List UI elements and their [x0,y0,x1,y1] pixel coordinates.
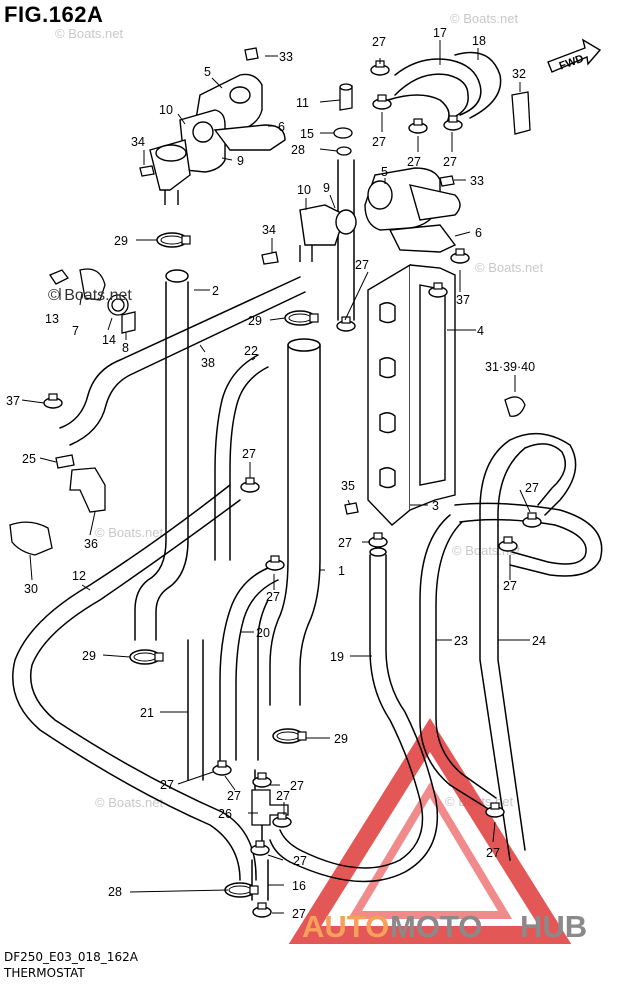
part-label: 8 [122,341,129,355]
part-label: 27 [160,778,174,792]
thermostat-housing-right [299,167,461,262]
figure-title: FIG.162A [4,2,104,27]
logo-part3: HUB [520,909,587,944]
part-label: 24 [532,634,546,648]
part-label: 27 [372,35,386,49]
part-label: 27 [338,536,352,550]
part-label: 19 [330,650,344,664]
part-label: 27 [266,590,280,604]
part-label: 27 [443,155,457,169]
watermark-faint: © Boats.net [95,525,164,540]
part-label: 33 [279,50,293,64]
part-labels: 33 5 6 10 34 9 29 2 13 7 14 8 38 37 25 3… [6,26,546,921]
part-label: 36 [84,537,98,551]
part-label: 27 [292,907,306,921]
part-label: 14 [102,333,116,347]
watermark-main: © Boats.net [48,287,132,304]
part-label: 28 [291,143,305,157]
part-label: 16 [292,879,306,893]
part-label: 29 [82,649,96,663]
small-parts [9,47,531,826]
part-label: 37 [456,293,470,307]
leader-lines [21,40,531,914]
thermostat-housing-left [149,73,286,205]
part-label: 27 [372,135,386,149]
part-label: 27 [276,789,290,803]
part-label: 28 [108,885,122,899]
manifold-cover [367,263,456,526]
part-label: 30 [24,582,38,596]
part-label: 26 [218,807,232,821]
fwd-arrow: FWD [547,38,602,73]
part-label: 18 [472,34,486,48]
part-label: 5 [204,65,211,79]
part-label: 13 [45,312,59,326]
part-label: 12 [72,569,86,583]
logo-triangle [288,718,572,944]
fwd-label: FWD [558,53,586,73]
part-label: 21 [140,706,154,720]
part-label: 6 [475,226,482,240]
part-label: 27 [290,779,304,793]
watermark-faint: © Boats.net [475,260,544,275]
part-label: 27 [525,481,539,495]
part-label: 7 [72,324,79,338]
part-label: 3 [432,499,439,513]
part-label: 29 [334,732,348,746]
part-label: 2 [212,284,219,298]
part-label: 25 [22,452,36,466]
part-label: 11 [296,96,309,110]
watermark-faint: © Boats.net [95,795,164,810]
automotohub-logo: AUTO MOTO HUB [302,909,587,944]
part-label: 37 [6,394,20,408]
boats-net-watermark: © Boats.net [48,287,132,304]
watermark-faint: © Boats.net [450,11,519,26]
part-label: 27 [227,789,241,803]
part-label: 10 [297,183,311,197]
part-label: 27 [293,854,307,868]
part-label: 34 [131,135,145,149]
part-label: 5 [381,165,388,179]
logo-part2: MOTO [390,909,482,944]
part-label: 34 [262,223,276,237]
figure-code: DF250_E03_018_162A [4,950,138,964]
part-label: 4 [477,324,484,338]
part-label: 33 [470,174,484,188]
part-label: 27 [486,846,500,860]
figure-caption: THERMOSTAT [4,966,85,980]
part-label: 32 [512,67,526,81]
part-label: 27 [355,258,369,272]
logo-part1: AUTO [302,909,389,944]
part-label: 9 [323,181,330,195]
part-label: 27 [407,155,421,169]
part-label: 35 [341,479,355,493]
part-label: 27 [503,579,517,593]
part-label: 6 [278,120,285,134]
part-label: 9 [237,154,244,168]
part-label: 23 [454,634,468,648]
part-label: 20 [256,626,270,640]
part-label: 15 [300,127,314,141]
part-label: 29 [248,314,262,328]
watermark-faint: © Boats.net [55,26,124,41]
part-label: 1 [338,564,345,578]
part-label: 31·39·40 [485,360,535,374]
part-label: 29 [114,234,128,248]
part-label: 27 [242,447,256,461]
part-label: 10 [159,103,173,117]
part-label: 38 [201,356,215,370]
part-label: 22 [244,344,258,358]
hoses [12,51,603,901]
part-label: 17 [433,26,447,40]
